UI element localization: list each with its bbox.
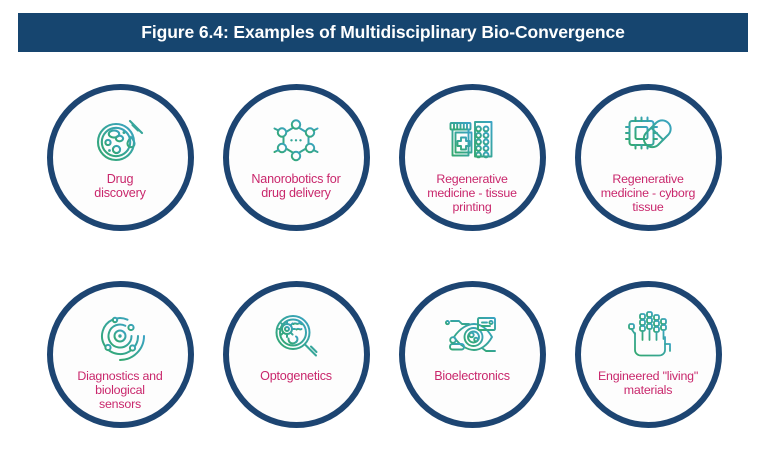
biosensor-orbit-icon [89, 305, 151, 367]
caption-line: tissue [632, 200, 664, 214]
caption-line: Nanorobotics for [251, 172, 341, 186]
grid-cell: Optogenetics [222, 281, 370, 428]
caption-line: Regenerative [612, 172, 684, 186]
caption-line: Bioelectronics [434, 369, 510, 383]
caption-line: discovery [94, 186, 146, 201]
caption-line: materials [623, 383, 673, 397]
item-caption: Bioelectronics [404, 369, 540, 383]
caption-line: medicine - cyborg [600, 186, 696, 200]
grid-cell: Engineered "living"materials [574, 281, 722, 428]
bionic-eye-circuit-icon [441, 305, 503, 367]
figure-title-bar: Figure 6.4: Examples of Multidisciplinar… [18, 13, 748, 52]
microchip-capsule-icon [617, 108, 679, 170]
item-bioelectronics[interactable]: Bioelectronics [398, 281, 546, 428]
caption-line: sensors [99, 397, 141, 411]
item-caption: Engineered "living"materials [580, 369, 716, 397]
figure-title: Figure 6.4: Examples of Multidisciplinar… [141, 22, 625, 42]
item-optogenetics[interactable]: Optogenetics [222, 281, 370, 428]
caption-line: medicine - tissue [427, 186, 517, 200]
caption-line: Drug [106, 172, 134, 186]
robotic-hand-icon [617, 305, 679, 367]
caption-line: biological [95, 383, 145, 397]
magnifier-microbe-icon [265, 305, 327, 367]
nanobot-hexagon-icon [265, 108, 327, 170]
item-engineered-living-materials[interactable]: Engineered "living"materials [574, 281, 722, 428]
caption-line: Engineered "living" [597, 369, 699, 383]
medicine-bottle-pills-icon [441, 108, 503, 170]
caption-line: Regenerative [436, 172, 508, 186]
grid-cell: Bioelectronics [398, 281, 546, 428]
petri-dish-dropper-icon [89, 108, 151, 170]
caption-line: printing [452, 200, 492, 214]
caption-line: Diagnostics and [77, 369, 163, 383]
item-caption: Optogenetics [228, 369, 364, 383]
caption-line: Optogenetics [260, 369, 332, 383]
caption-line: drug delivery [261, 186, 331, 201]
